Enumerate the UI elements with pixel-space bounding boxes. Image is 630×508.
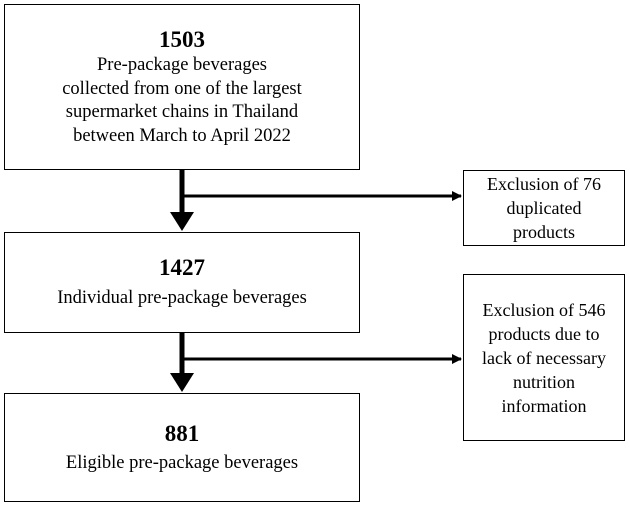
step-description-line: between March to April 2022 <box>73 125 291 146</box>
exclusion-line: Exclusion of 76 <box>487 174 601 194</box>
step-box-1427: 1427 Individual pre-package beverages <box>4 232 360 333</box>
arrow-step2-to-step3 <box>170 333 194 392</box>
exclusion-line: information <box>501 395 587 416</box>
exclusion-line: products <box>513 222 575 242</box>
arrow-step1-to-step2 <box>170 170 194 231</box>
step-box-881: 881 Eligible pre-package beverages <box>4 393 360 502</box>
exclusion-line: nutrition <box>513 371 575 392</box>
step-description-line: Pre-package beverages <box>97 55 267 75</box>
step-description-line: collected from one of the largest <box>62 78 302 99</box>
exclusion-line: Exclusion of 546 <box>482 299 606 320</box>
step-count: 1427 <box>159 255 205 281</box>
step-count: 881 <box>164 420 200 446</box>
step-count: 1503 <box>159 27 205 52</box>
step-description-line: Eligible pre-package beverages <box>65 452 299 473</box>
exclusion-line: products due to <box>488 323 600 344</box>
step-description-line: supermarket chains in Thailand <box>65 102 299 122</box>
step-box-1503: 1503 Pre-package beverages collected fro… <box>4 4 360 170</box>
exclusion-line: duplicated <box>506 198 582 218</box>
step-description-line: Individual pre-package beverages <box>57 288 307 309</box>
exclusion-box-duplicates: Exclusion of 76 duplicated products <box>463 170 625 246</box>
exclusion-box-missing-nutrition: Exclusion of 546 products due to lack of… <box>463 274 625 441</box>
exclusion-line: lack of necessary <box>482 347 606 368</box>
